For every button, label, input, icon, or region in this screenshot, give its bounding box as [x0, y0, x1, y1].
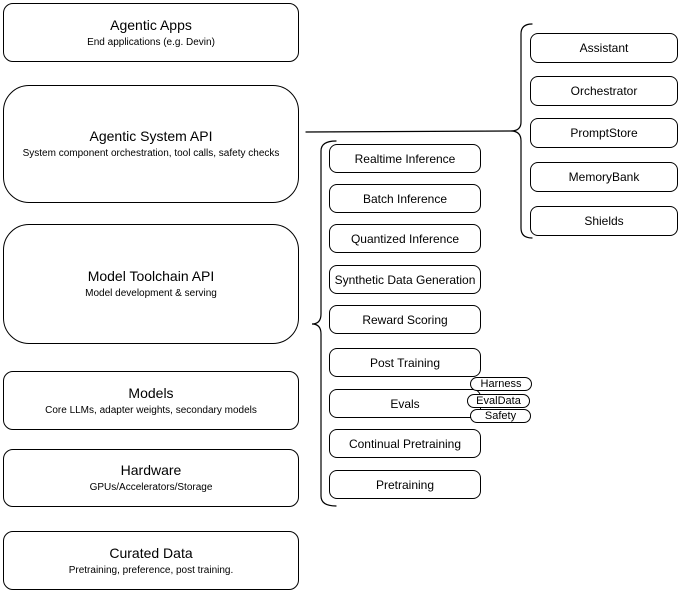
layer-agentic-apps: Agentic Apps End applications (e.g. Devi…: [3, 3, 299, 62]
layer-title: Hardware: [120, 462, 182, 478]
layer-title: Model Toolchain API: [87, 268, 215, 284]
eval-tag-label: Safety: [484, 410, 517, 422]
toolchain-item-label: Batch Inference: [362, 191, 448, 206]
layer-subtitle: Model development & serving: [85, 288, 217, 299]
toolchain-item-label: Reward Scoring: [362, 312, 448, 327]
eval-tag-evaldata: EvalData: [467, 394, 530, 408]
layer-subtitle: Core LLMs, adapter weights, secondary mo…: [45, 404, 257, 416]
layer-model-toolchain-api: Model Toolchain API Model development & …: [3, 224, 299, 344]
component-orchestrator: Orchestrator: [530, 76, 678, 106]
toolchain-item-batch-inference: Batch Inference: [329, 184, 481, 213]
layer-title: Agentic Apps: [110, 16, 192, 33]
layer-subtitle: GPUs/Accelerators/Storage: [89, 482, 213, 493]
layer-curated-data: Curated Data Pretraining, preference, po…: [3, 531, 299, 590]
component-label: Orchestrator: [570, 84, 638, 98]
toolchain-item-realtime-inference: Realtime Inference: [329, 144, 481, 173]
toolchain-item-label: Post Training: [369, 355, 441, 370]
component-promptstore: PromptStore: [530, 118, 678, 148]
layer-title: Agentic System API: [89, 128, 213, 144]
toolchain-item-label: Evals: [390, 396, 420, 411]
component-assistant: Assistant: [530, 33, 678, 63]
component-label: Shields: [584, 214, 624, 228]
toolchain-item-pretraining: Pretraining: [329, 470, 481, 499]
eval-tag-label: EvalData: [476, 395, 521, 407]
component-label: MemoryBank: [568, 170, 640, 184]
system-components-bracket: [510, 23, 533, 239]
eval-tag-label: Harness: [480, 378, 522, 390]
layer-hardware: Hardware GPUs/Accelerators/Storage: [3, 449, 299, 507]
toolchain-item-continual-pretraining: Continual Pretraining: [329, 429, 481, 458]
toolchain-item-label: Continual Pretraining: [348, 436, 462, 451]
component-label: PromptStore: [570, 126, 638, 140]
toolchain-item-label: Pretraining: [375, 477, 435, 492]
layer-models: Models Core LLMs, adapter weights, secon…: [3, 371, 299, 430]
component-memorybank: MemoryBank: [530, 162, 678, 192]
layer-subtitle: End applications (e.g. Devin): [87, 36, 215, 48]
component-shields: Shields: [530, 206, 678, 236]
toolchain-item-synthetic-data-generation: Synthetic Data Generation: [329, 265, 481, 294]
toolchain-item-post-training: Post Training: [329, 348, 481, 377]
layer-subtitle: Pretraining, preference, post training.: [68, 564, 234, 576]
toolchain-item-label: Quantized Inference: [350, 231, 460, 246]
toolchain-items-bracket: [311, 140, 337, 507]
layer-title: Curated Data: [109, 544, 193, 561]
layer-title: Models: [128, 384, 174, 401]
toolchain-item-label: Synthetic Data Generation: [334, 272, 476, 287]
toolchain-item-label: Realtime Inference: [354, 151, 456, 166]
system-api-to-components-line: [305, 130, 512, 133]
layer-agentic-system-api: Agentic System API System component orch…: [3, 85, 299, 203]
eval-tag-safety: Safety: [470, 409, 531, 423]
layer-subtitle: System component orchestration, tool cal…: [22, 148, 280, 159]
toolchain-item-evals: Evals: [329, 389, 481, 418]
eval-tag-harness: Harness: [470, 377, 532, 391]
toolchain-item-quantized-inference: Quantized Inference: [329, 224, 481, 253]
toolchain-item-reward-scoring: Reward Scoring: [329, 305, 481, 334]
component-label: Assistant: [579, 41, 629, 55]
